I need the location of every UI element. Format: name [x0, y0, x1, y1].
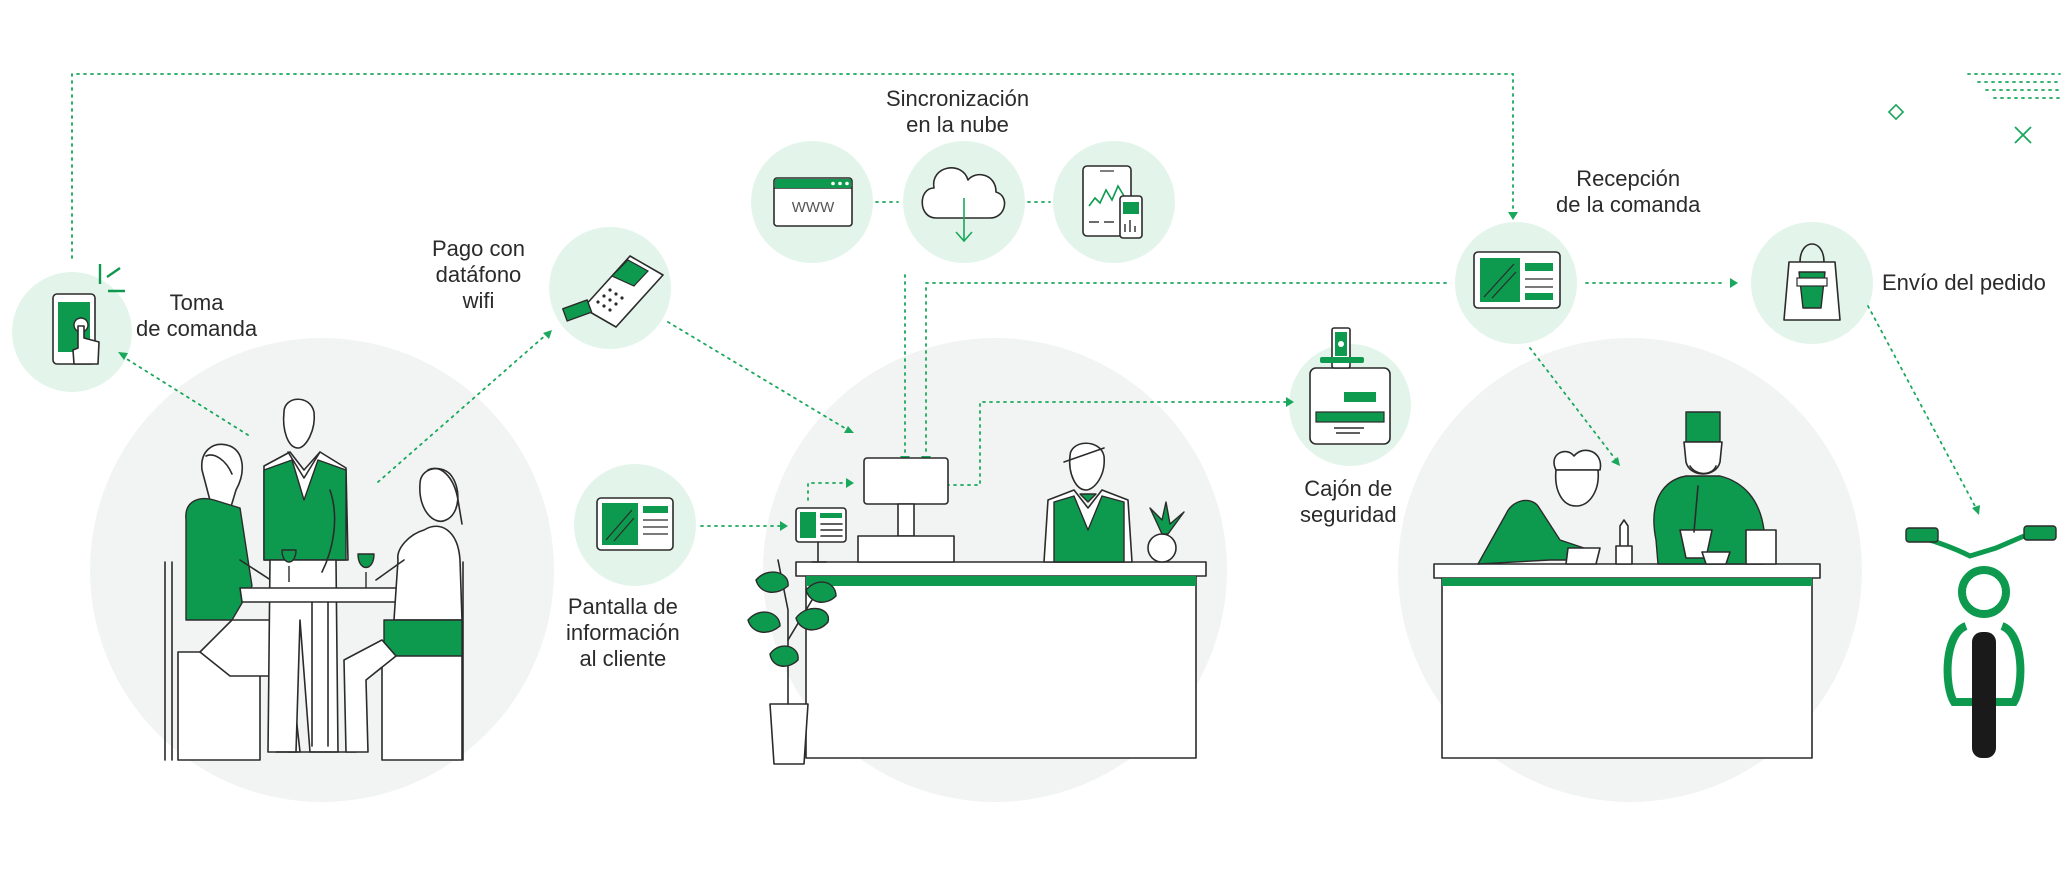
envio-label-line1: Envío del pedido [1882, 270, 2046, 295]
pago-to-counter-arrow [844, 426, 854, 433]
tablet-touch-icon [52, 264, 125, 365]
connectors [71, 73, 1980, 531]
order-tablet-icon [1473, 251, 1561, 309]
envio-label: Envío del pedido [1882, 270, 2046, 296]
cajon-label: Cajón de seguridad [1300, 476, 1397, 528]
recepcion-to-kitchen-connector [1529, 347, 1617, 461]
customer-display-icon [596, 497, 674, 551]
toma-label-line2: de comanda [136, 316, 258, 341]
envio-to-moto-connector [1867, 305, 1977, 509]
recepcion-label: Recepción de la comanda [1556, 166, 1700, 218]
top-loop-connector [71, 73, 1514, 259]
pago-arrow [543, 330, 552, 339]
toma-label: Toma de comanda [136, 290, 257, 342]
kitchen-scene [1433, 411, 1821, 759]
recepcion-label-line2: de la comanda [1556, 192, 1701, 217]
browser-www-icon: WWW [773, 177, 853, 227]
card-terminal-icon [562, 255, 664, 328]
pago-connector [377, 332, 549, 483]
cloud-download-icon [921, 167, 1006, 243]
delivery-motorbike [1905, 525, 2057, 758]
devices-chart-icon [1082, 165, 1143, 239]
pago-label-line1: Pago con [432, 236, 525, 261]
pago-label-line3: wifi [462, 288, 495, 313]
diamond-icon [1887, 103, 1905, 121]
sync-label-line1: Sincronización [886, 86, 1030, 111]
sync-label: Sincronización en la nube [886, 86, 1029, 138]
envio-arrow [1730, 278, 1738, 288]
cajon-arrow [1286, 397, 1294, 407]
pantalla-label-line3: al cliente [579, 646, 667, 671]
kitchen-arrow [1611, 457, 1620, 466]
decorations [1887, 73, 2061, 144]
top-loop-arrow [1508, 212, 1518, 220]
cajon-to-register-connector [943, 401, 1287, 486]
pago-to-counter-connector [667, 321, 849, 431]
pantalla-label-line2: información [566, 620, 680, 645]
pago-label-line2: datáfono [435, 262, 522, 287]
sync-label-line2: en la nube [906, 112, 1009, 137]
recepcion-to-register-connector [925, 282, 1447, 457]
toma-arrow [118, 352, 128, 360]
pantalla-arrow [780, 521, 788, 531]
www-text: WWW [792, 199, 835, 216]
dining-scene [164, 398, 464, 761]
screen-arrow [846, 478, 854, 488]
cajon-label-line1: Cajón de [1304, 476, 1393, 501]
counter-scene [747, 442, 1207, 765]
recepcion-label-line1: Recepción [1576, 166, 1681, 191]
pago-label: Pago con datáfono wifi [432, 236, 525, 314]
takeaway-bag-icon [1783, 243, 1841, 321]
screen-connector [807, 482, 847, 501]
cajon-label-line2: seguridad [1300, 502, 1397, 527]
pantalla-label-line1: Pantalla de [567, 594, 678, 619]
cross-icon [2014, 126, 2032, 144]
moto-arrow [1972, 505, 1980, 515]
pantalla-label: Pantalla de información al cliente [566, 594, 680, 672]
toma-label-line1: Toma [169, 290, 224, 315]
cash-drawer-icon [1309, 327, 1391, 445]
